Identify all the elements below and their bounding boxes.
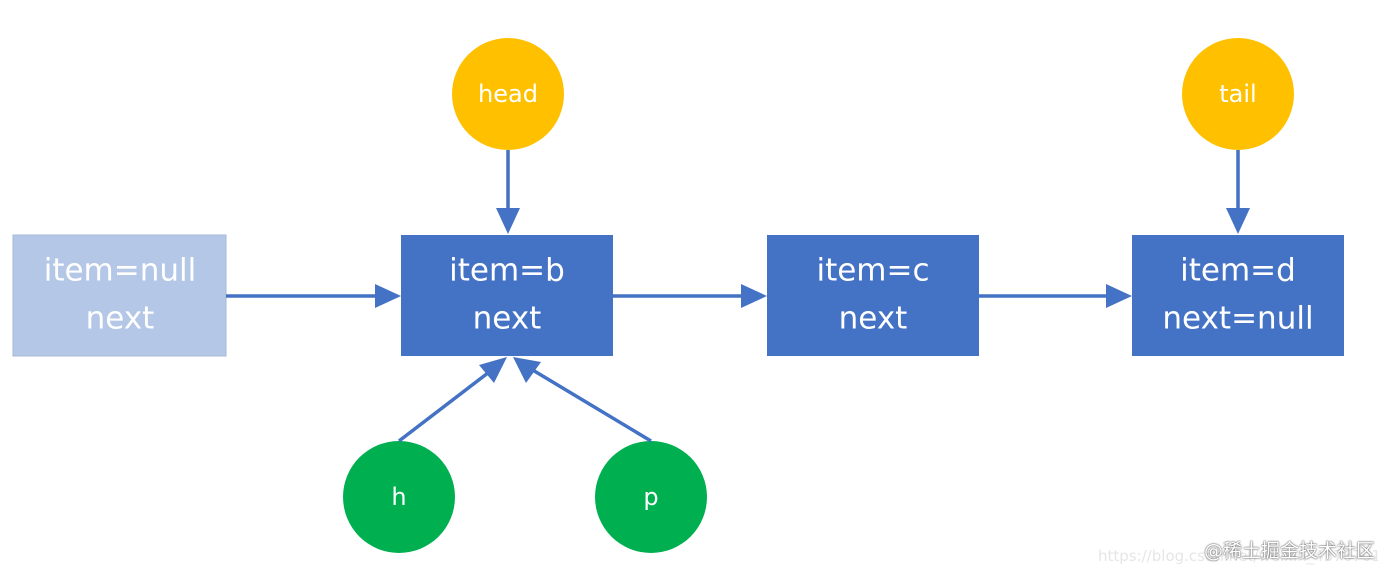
watermark-brand: @稀土掘金技术社区	[1204, 540, 1376, 562]
arrowhead-c-to-d	[1106, 284, 1132, 308]
pointer-p: p	[595, 441, 707, 553]
arrowhead-tail-to-d	[1226, 208, 1250, 234]
arrowhead-b-to-c	[741, 284, 767, 308]
node-null-next: next	[86, 301, 155, 337]
node-null-item: item=null	[44, 253, 197, 289]
node-d: item=d next=null	[1132, 235, 1344, 356]
node-d-next: next=null	[1162, 301, 1313, 337]
pointer-head: head	[452, 38, 564, 150]
arrowhead-head-to-b	[496, 208, 520, 234]
pointer-p-label: p	[643, 483, 658, 511]
arrow-h-to-b	[397, 364, 499, 443]
node-c: item=c next	[767, 235, 979, 356]
node-b: item=b next	[401, 235, 613, 356]
node-null: item=null next	[12, 234, 227, 357]
node-d-item: item=d	[1180, 253, 1296, 289]
watermark-url: https://blog.csdn.net/weixin_43767015	[1098, 547, 1378, 565]
pointer-tail-label: tail	[1219, 80, 1256, 108]
node-c-next: next	[839, 301, 908, 337]
node-c-item: item=c	[816, 253, 929, 289]
node-b-next: next	[473, 301, 542, 337]
arrow-p-to-b	[525, 364, 652, 443]
arrowhead-null-to-b	[375, 284, 401, 308]
pointer-h: h	[343, 441, 455, 553]
pointer-tail: tail	[1182, 38, 1294, 150]
arrowhead-p-to-b	[513, 357, 541, 383]
pointer-head-label: head	[478, 80, 538, 108]
arrowhead-h-to-b	[479, 357, 507, 383]
pointer-h-label: h	[391, 483, 406, 511]
node-b-item: item=b	[449, 253, 565, 289]
